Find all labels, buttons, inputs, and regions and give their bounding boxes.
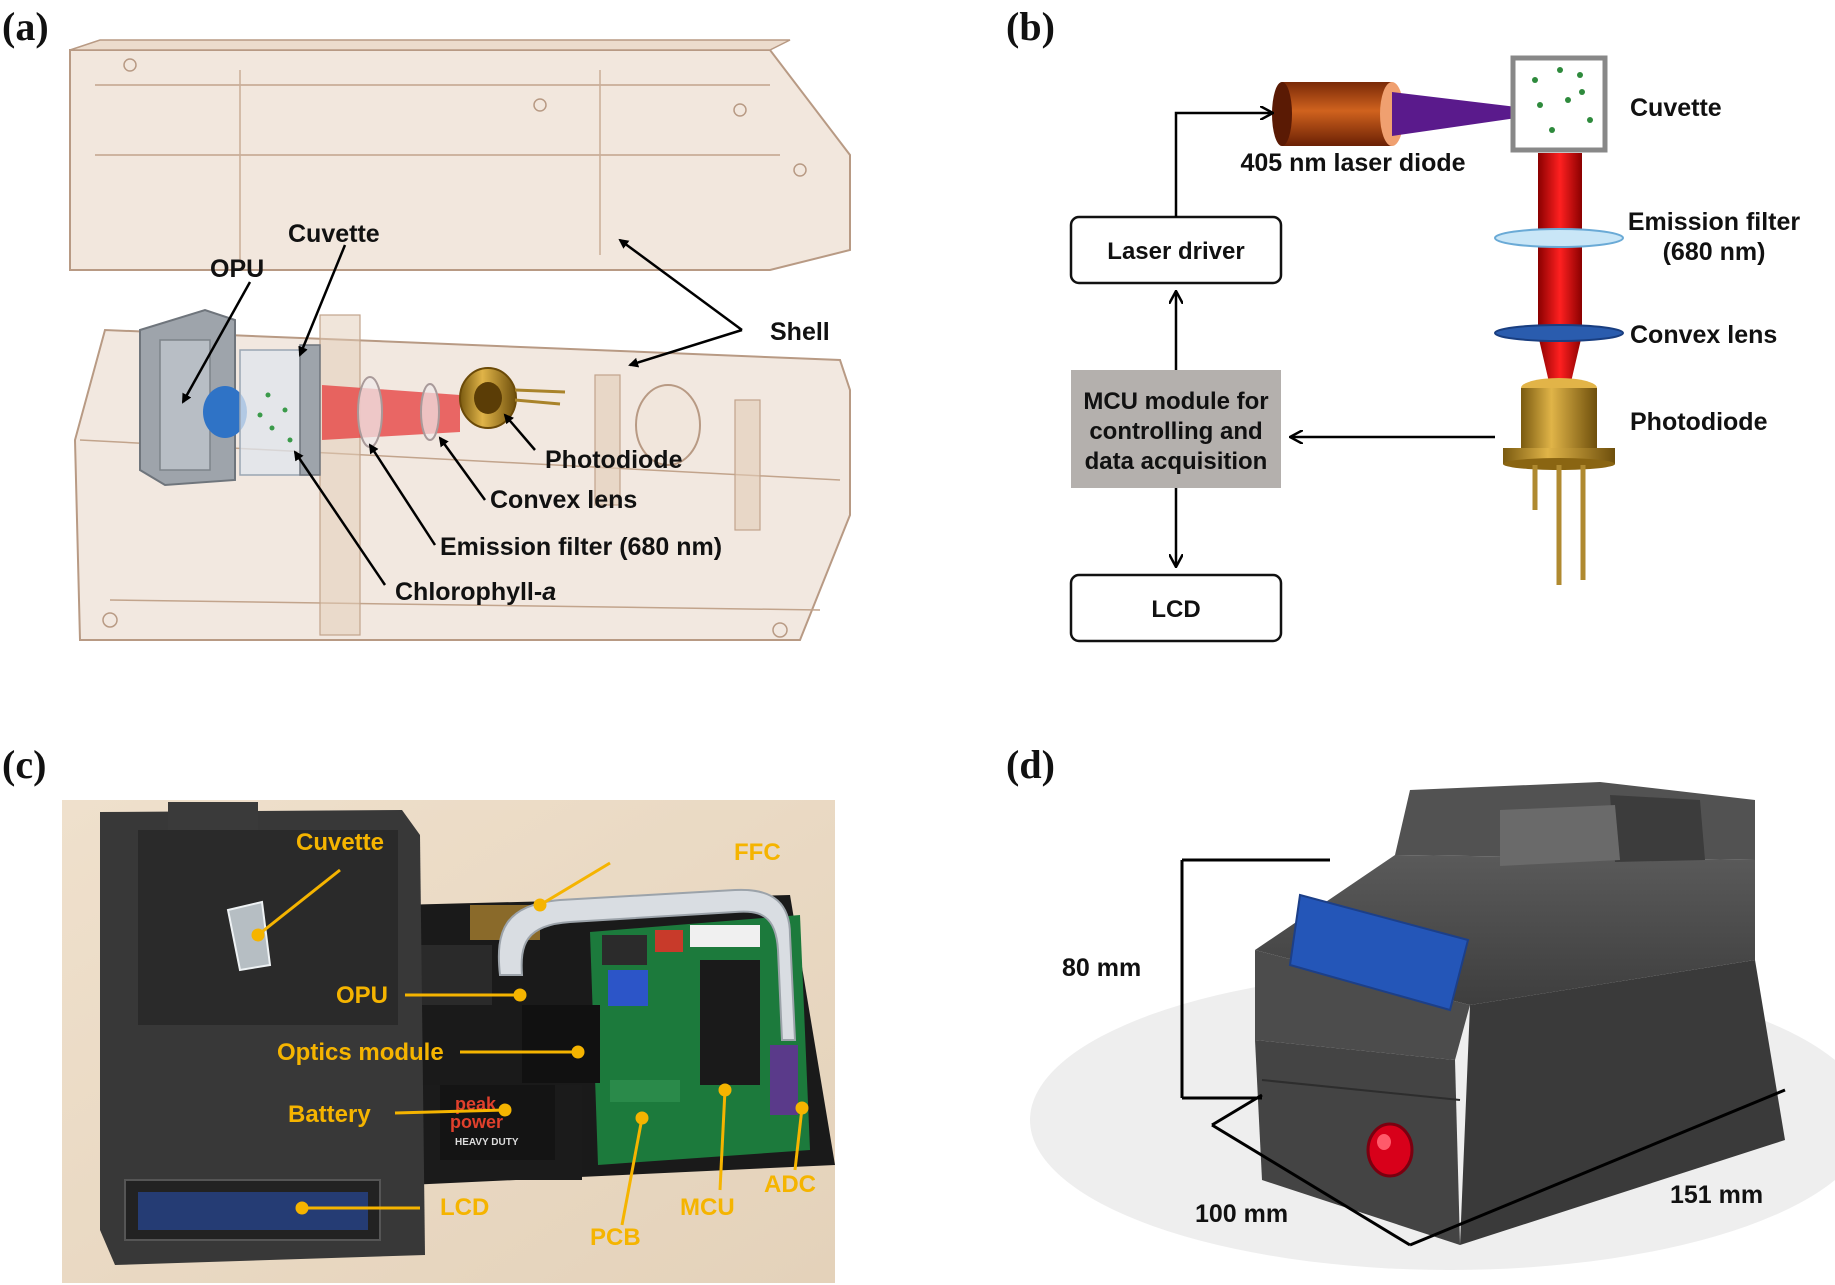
device-3d-illustration xyxy=(1255,782,1785,1245)
mcu-text-line-2: controlling and xyxy=(1089,418,1262,445)
label-c-pcb: PCB xyxy=(590,1224,641,1251)
label-b-emission-filter-1: Emission filter xyxy=(1628,208,1801,236)
emission-filter-illustration xyxy=(1494,228,1624,248)
label-c-optics-module: Optics module xyxy=(277,1039,444,1066)
label-c-lcd: LCD xyxy=(440,1194,489,1221)
label-c-ffc: FFC xyxy=(734,839,781,866)
shell-top-illustration xyxy=(69,39,851,271)
label-a-chlorophyll: Chlorophyll-a xyxy=(395,578,556,606)
laser-driver-text: Laser driver xyxy=(1107,238,1244,265)
dimension-height-label: 80 mm xyxy=(1062,954,1141,982)
laser-diode-illustration xyxy=(1272,82,1558,146)
label-a-chlorophyll-italic: a xyxy=(542,578,556,606)
dimension-width-label: 100 mm xyxy=(1195,1200,1288,1228)
dimension-length-label: 151 mm xyxy=(1670,1181,1763,1209)
mcu-text-line-3: data acquisition xyxy=(1085,448,1268,475)
battery-sub-text: HEAVY DUTY xyxy=(455,1137,519,1148)
label-c-cuvette: Cuvette xyxy=(296,829,384,856)
mcu-text-line-1: MCU module for xyxy=(1083,388,1268,415)
label-a-photodiode: Photodiode xyxy=(545,446,683,474)
lcd-box-text: LCD xyxy=(1151,596,1200,623)
label-a-convex-lens: Convex lens xyxy=(490,486,637,514)
label-b-laser-diode: 405 nm laser diode xyxy=(1240,149,1465,177)
battery-brand-line-1: peak xyxy=(455,1094,497,1114)
panel-d-tag: (d) xyxy=(1006,742,1055,787)
panel-a-tag: (a) xyxy=(2,4,49,49)
panel-b-flow-arrows xyxy=(1176,113,1495,566)
label-a-chlorophyll-main: Chlorophyll- xyxy=(395,578,542,606)
label-c-adc: ADC xyxy=(764,1171,816,1198)
label-c-battery: Battery xyxy=(288,1101,371,1128)
panel-b: (b) xyxy=(1006,4,1801,643)
panel-a-callouts xyxy=(181,238,743,586)
fluorescence-beam xyxy=(1538,153,1582,395)
ffc-ribbon-illustration xyxy=(497,888,797,1041)
panel-b-tag: (b) xyxy=(1006,4,1055,49)
panel-d: (d) xyxy=(1006,742,1835,1270)
label-b-emission-filter-2: (680 nm) xyxy=(1663,238,1766,266)
lcd-box xyxy=(1069,573,1283,643)
label-a-emission-filter: Emission filter (680 nm) xyxy=(440,533,722,561)
label-a-opu: OPU xyxy=(210,255,264,283)
label-b-cuvette: Cuvette xyxy=(1630,94,1722,122)
lid-housing-illustration xyxy=(100,802,425,1265)
label-a-cuvette: Cuvette xyxy=(288,220,380,248)
label-b-photodiode: Photodiode xyxy=(1630,408,1768,436)
panel-d-dimension-lines xyxy=(1180,858,1786,1247)
label-c-mcu: MCU xyxy=(680,1194,735,1221)
label-b-convex-lens: Convex lens xyxy=(1630,321,1777,349)
cuvette-illustration xyxy=(1510,55,1608,153)
convex-lens-illustration xyxy=(1494,324,1624,342)
panel-c-tag: (c) xyxy=(2,742,46,787)
mcu-module-box xyxy=(1071,370,1281,488)
battery-illustration: peak power HEAVY DUTY xyxy=(440,1085,555,1160)
panel-a: (a) xyxy=(2,4,851,641)
panel-c: (c) peak power HEAVY DUTY xyxy=(2,742,835,1283)
panel-c-callouts xyxy=(251,861,809,1226)
battery-brand-line-2: power xyxy=(450,1112,503,1132)
photodiode-illustration xyxy=(1503,378,1615,585)
label-c-opu: OPU xyxy=(336,982,388,1009)
chlorophyll-dots xyxy=(257,392,293,443)
label-a-shell: Shell xyxy=(770,318,830,346)
